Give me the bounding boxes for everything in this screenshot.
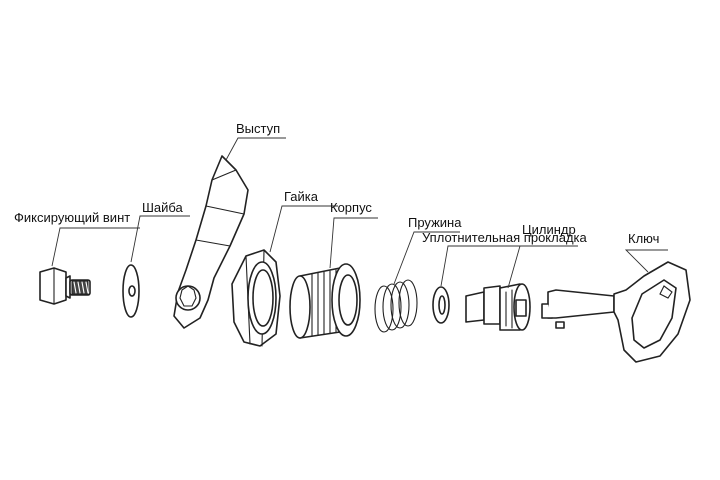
washer [122,264,140,318]
label-fixing-screw: Фиксирующий винт [14,210,130,225]
spring [374,279,418,333]
label-body: Корпус [330,200,372,215]
hex-nut [231,249,281,347]
label-cylinder: Цилиндр [522,222,576,237]
cam-plate [173,155,249,329]
label-spring: Пружина [408,215,462,230]
label-key: Ключ [628,231,659,246]
label-gasket: Уплотнительная прокладка [422,230,588,245]
cylinder [465,283,531,331]
fixing-screw [39,267,91,305]
lock-body [289,263,361,339]
gasket [432,286,450,324]
leader-lines [51,137,668,289]
key [541,261,691,363]
label-nut: Гайка [284,189,319,204]
label-cam: Выступ [236,121,280,136]
label-washer: Шайба [142,200,184,215]
